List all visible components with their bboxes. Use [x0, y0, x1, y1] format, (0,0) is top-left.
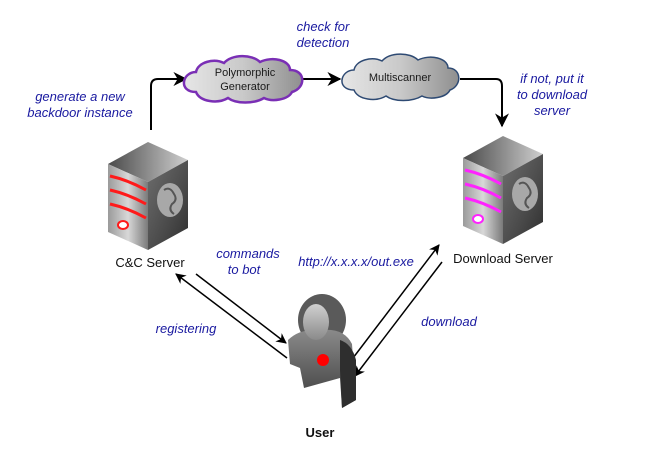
- edge-multiscanner-to-download-server: [460, 78, 509, 128]
- label-commands: commands to bot: [216, 246, 280, 277]
- download-server-label: Download Server: [453, 251, 553, 266]
- server-icon: [463, 136, 543, 244]
- svg-text:if not, put it: if not, put it: [520, 71, 585, 86]
- user-label: User: [306, 425, 335, 440]
- label-url: http://x.x.x.x/out.exe: [298, 254, 414, 269]
- label-download: download: [421, 314, 477, 329]
- label-registering: registering: [156, 321, 217, 336]
- globe-icon: [512, 177, 538, 211]
- label-generate: generate a new backdoor instance: [27, 89, 133, 120]
- svg-text:backdoor instance: backdoor instance: [27, 105, 133, 120]
- server-icon: [108, 142, 188, 250]
- node-user: User: [288, 294, 356, 440]
- svg-text:check for: check for: [297, 19, 350, 34]
- node-polymorphic-generator: Polymorphic Generator: [182, 54, 304, 104]
- label-check: check for detection: [297, 19, 350, 50]
- infection-mark: [317, 354, 329, 366]
- node-download-server: Download Server: [453, 136, 554, 266]
- svg-text:commands: commands: [216, 246, 280, 261]
- globe-icon: [157, 183, 183, 217]
- edge-user-to-cc-registering: [175, 273, 288, 359]
- multiscanner-label: Multiscanner: [369, 72, 432, 84]
- svg-text:to bot: to bot: [228, 262, 262, 277]
- svg-text:to download: to download: [517, 87, 588, 102]
- cloud-shape: [182, 54, 304, 104]
- edge-cc-to-user-commands: [195, 273, 287, 344]
- label-put: if not, put it to download server: [517, 71, 588, 118]
- node-cc-server: C&C Server: [108, 142, 188, 270]
- edge-user-to-download-server-request: [352, 244, 440, 359]
- user-icon: [288, 294, 356, 408]
- svg-text:detection: detection: [297, 35, 350, 50]
- cc-server-label: C&C Server: [115, 255, 185, 270]
- edge-download-server-to-user-download: [354, 261, 443, 377]
- svg-text:server: server: [534, 103, 571, 118]
- generator-label-line2: Generator: [220, 81, 270, 93]
- svg-text:generate a new: generate a new: [35, 89, 126, 104]
- generator-label-line1: Polymorphic: [215, 67, 276, 79]
- cloud-shape: [341, 53, 460, 102]
- edge-cc-to-generator: [150, 72, 188, 130]
- node-multiscanner: Multiscanner: [341, 53, 460, 102]
